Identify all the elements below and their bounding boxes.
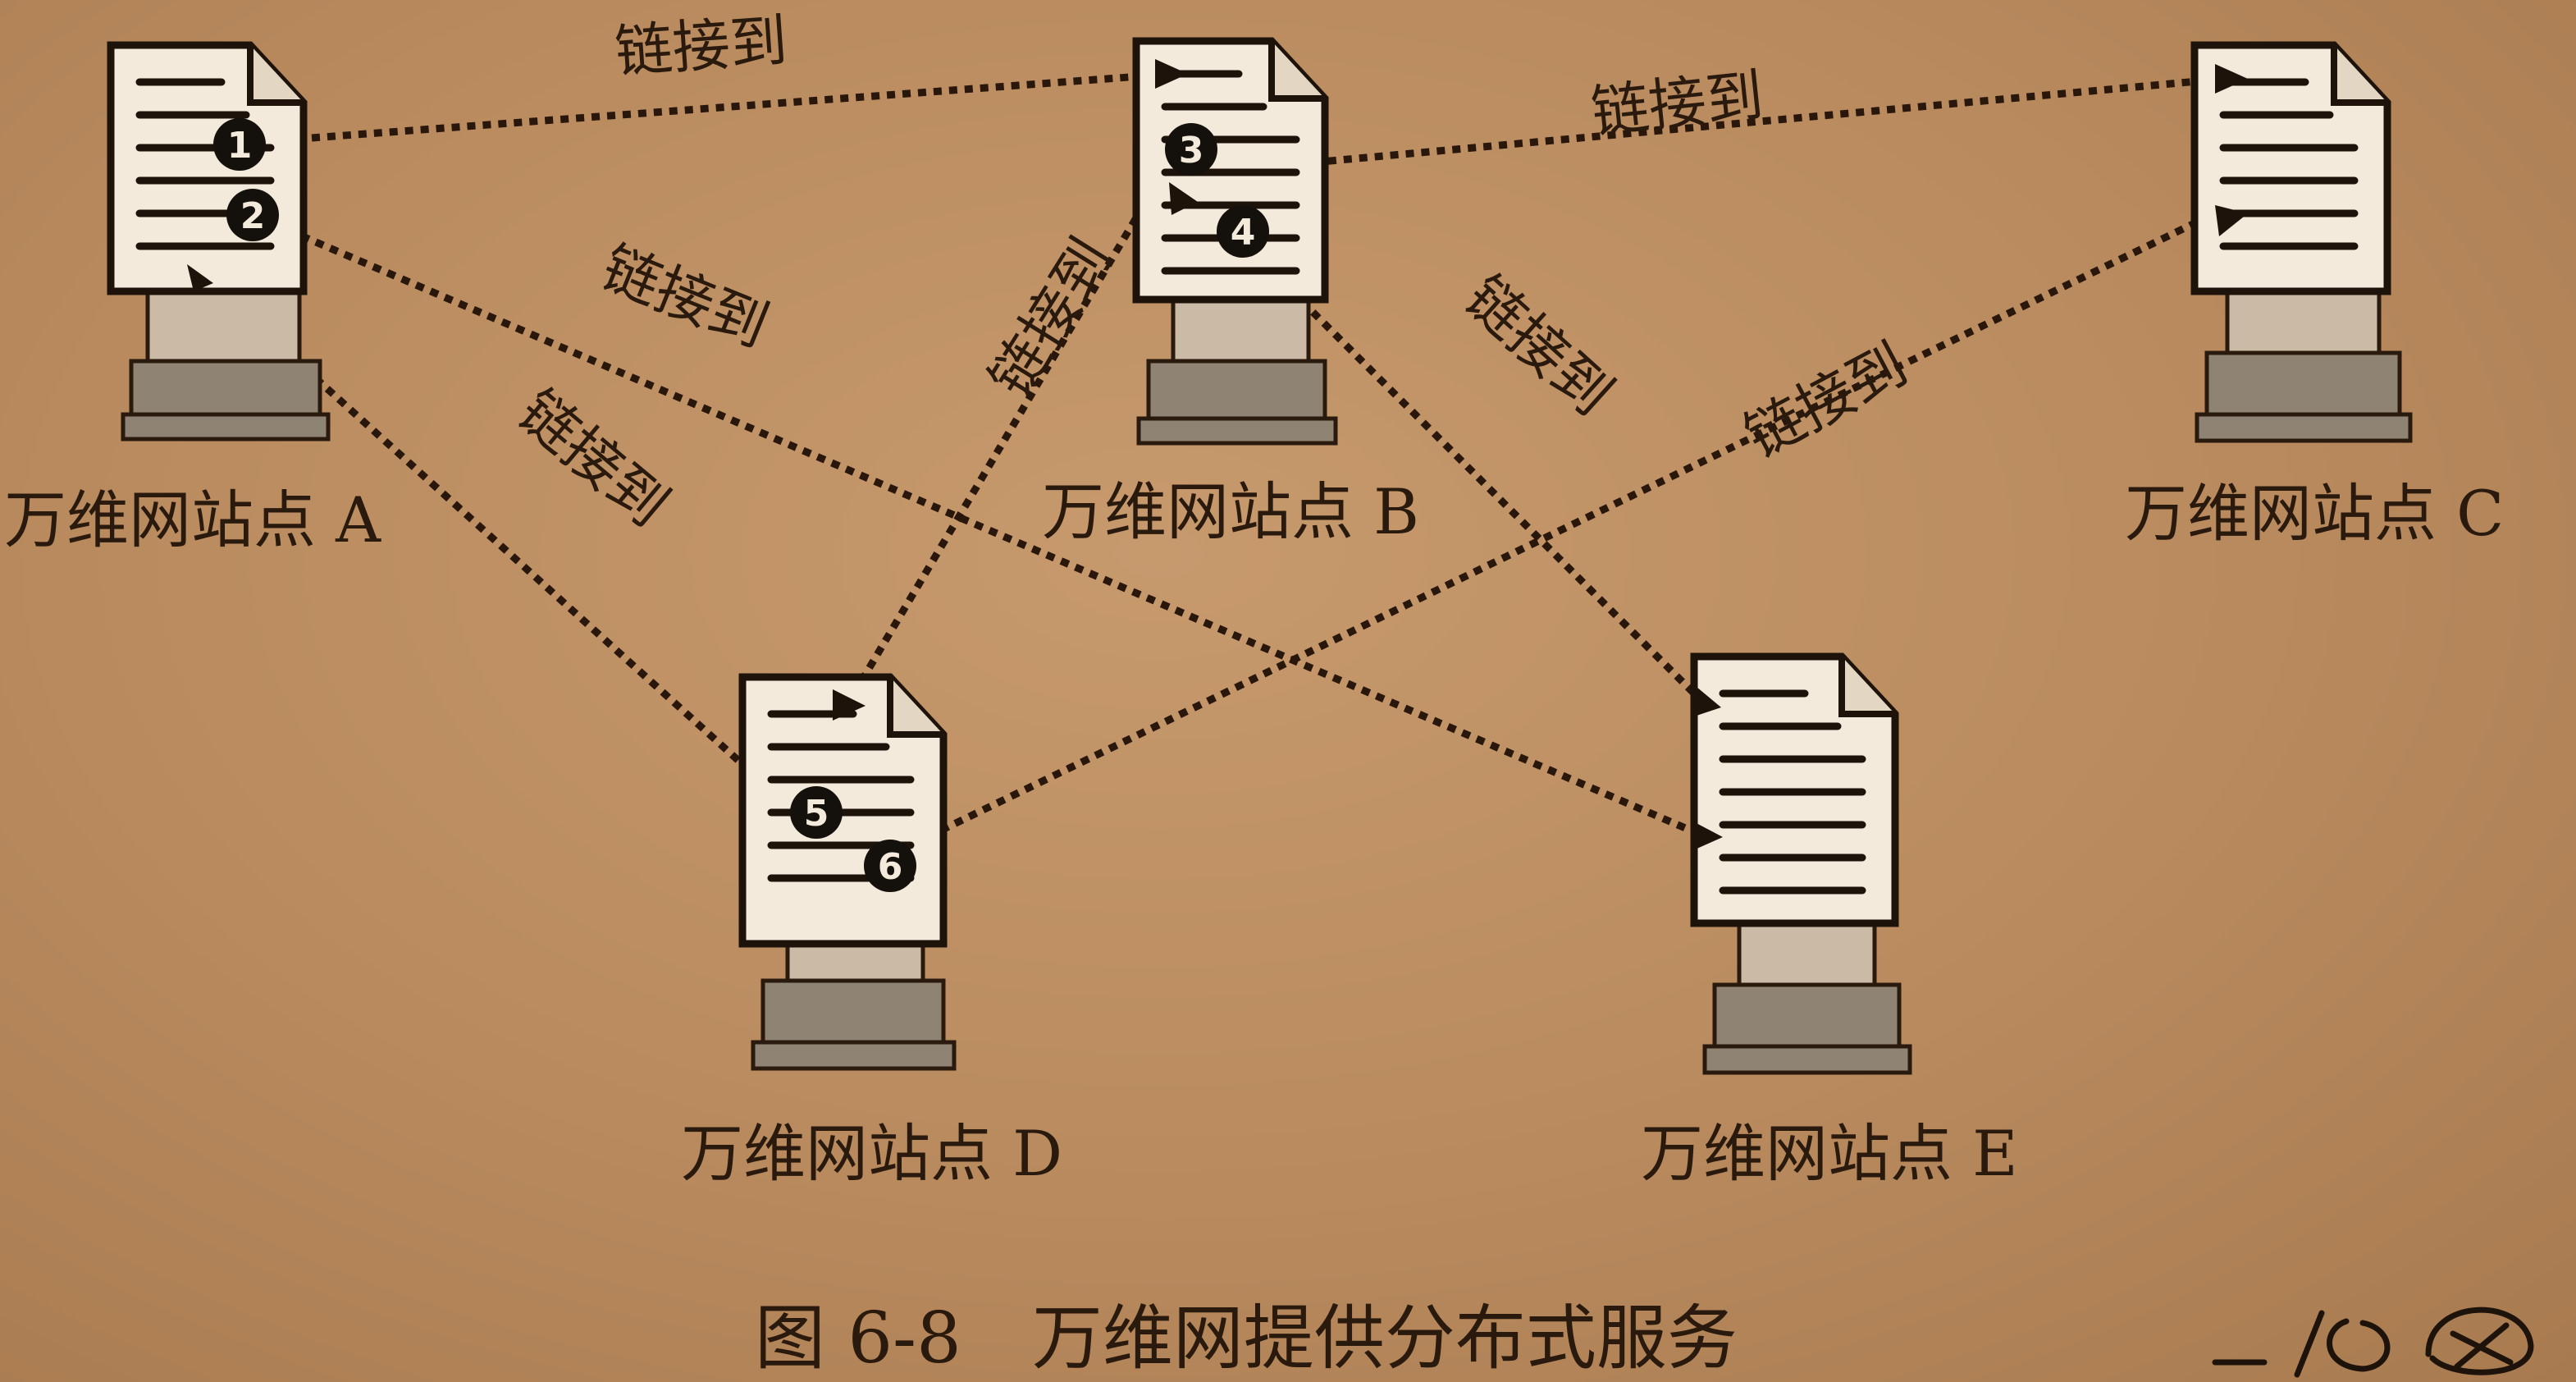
site-label-a: 万维网站点 A bbox=[4, 483, 381, 556]
computer-icon bbox=[121, 277, 331, 442]
incoming-arrow-icon bbox=[2215, 205, 2248, 236]
site-a: 1 2 万维网站点 A bbox=[4, 41, 381, 556]
document-icon bbox=[1132, 37, 1329, 304]
site-label-d: 万维网站点 D bbox=[681, 1117, 1062, 1190]
incoming-arrow-icon bbox=[1692, 683, 1721, 716]
svg-text:5: 5 bbox=[804, 793, 829, 835]
site-label-c: 万维网站点 C bbox=[2125, 477, 2504, 550]
site-e: 万维网站点 E bbox=[1641, 652, 2018, 1190]
incoming-arrow-icon bbox=[1155, 59, 1188, 89]
document-icon bbox=[107, 41, 308, 295]
site-d: 5 6 万维网站点 D bbox=[681, 673, 1062, 1190]
computer-icon bbox=[2195, 268, 2413, 443]
svg-text:1: 1 bbox=[227, 125, 253, 167]
svg-text:3: 3 bbox=[1179, 130, 1204, 172]
link-label-a-e: 链接到 bbox=[592, 234, 777, 361]
document-icon bbox=[738, 673, 948, 948]
link-d-to-b bbox=[858, 194, 1152, 684]
incoming-arrow-icon bbox=[1169, 182, 1198, 215]
badge-4: 4 bbox=[1217, 205, 1269, 258]
link-label-b-c: 链接到 bbox=[1588, 62, 1766, 147]
site-c: 万维网站点 C bbox=[2125, 41, 2504, 550]
svg-text:4: 4 bbox=[1231, 212, 1256, 254]
link-label-d-b: 链接到 bbox=[977, 227, 1126, 409]
computer-icon bbox=[1702, 900, 1912, 1075]
site-label-e: 万维网站点 E bbox=[1641, 1117, 2018, 1190]
incoming-arrow-icon bbox=[2215, 64, 2248, 94]
badge-2: 2 bbox=[226, 189, 279, 241]
incoming-arrow-icon bbox=[1692, 821, 1723, 850]
badge-1: 1 bbox=[213, 118, 266, 171]
site-label-b: 万维网站点 B bbox=[1042, 475, 1419, 548]
link-label-d-a: 链接到 bbox=[505, 378, 681, 540]
site-b: 3 4 万维网站点 B bbox=[1042, 37, 1419, 548]
document-icon bbox=[1690, 652, 1899, 927]
computer-icon bbox=[1136, 281, 1338, 446]
link-label-a-b: 链接到 bbox=[613, 7, 789, 85]
link-1-a-to-b bbox=[311, 70, 1174, 142]
link-label-d-c: 链接到 bbox=[1734, 331, 1918, 471]
badge-6: 6 bbox=[864, 840, 916, 892]
link-2-a-to-e bbox=[285, 226, 1708, 841]
document-icon bbox=[2190, 41, 2391, 295]
link-4-b-to-e bbox=[1277, 276, 1710, 709]
incoming-arrow-icon bbox=[187, 264, 213, 291]
incoming-arrow-icon bbox=[833, 689, 866, 721]
figure-caption: 图 6-8 万维网提供分布式服务 bbox=[755, 1297, 1738, 1380]
svg-text:6: 6 bbox=[878, 846, 903, 888]
link-3-b-to-c bbox=[1312, 76, 2208, 167]
handwritten-scribble bbox=[2212, 1306, 2534, 1378]
badge-5: 5 bbox=[790, 786, 843, 839]
link-6-d-to-c bbox=[925, 209, 2217, 841]
svg-text:2: 2 bbox=[240, 195, 266, 237]
link-label-b-e: 链接到 bbox=[1452, 263, 1625, 428]
badge-3: 3 bbox=[1165, 123, 1217, 176]
